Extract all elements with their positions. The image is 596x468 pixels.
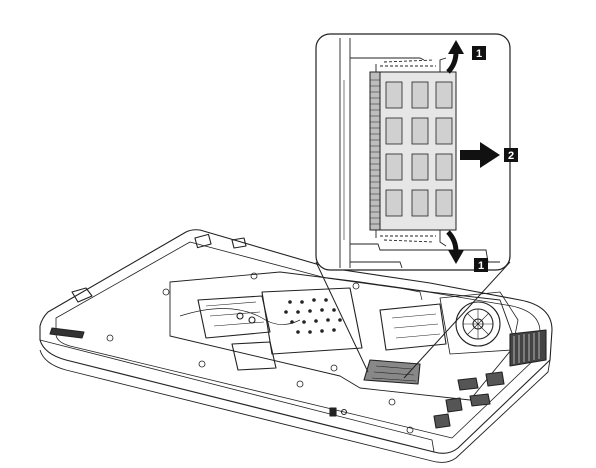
heat-pipe bbox=[379, 303, 447, 351]
screws bbox=[106, 272, 414, 434]
memory-module bbox=[369, 71, 457, 231]
zoom-callout: 1 2 1 bbox=[315, 33, 518, 272]
contact-edge bbox=[369, 71, 381, 231]
top-rail bbox=[350, 57, 425, 61]
right-edge bbox=[39, 349, 551, 463]
arrow-right-icon bbox=[460, 142, 500, 168]
port-4 bbox=[469, 393, 491, 407]
disk-holes bbox=[284, 298, 342, 334]
callout-2-label: 2 bbox=[508, 150, 514, 162]
foot-mid bbox=[231, 237, 247, 249]
cooling-fan bbox=[455, 301, 501, 347]
port-2 bbox=[485, 371, 505, 387]
callout-1-bottom: 1 bbox=[474, 258, 488, 272]
port-5 bbox=[433, 413, 451, 429]
front-edge bbox=[39, 339, 435, 453]
wireless-card bbox=[197, 295, 271, 339]
callout-1-top: 1 bbox=[472, 46, 486, 60]
laptop-inner-edge bbox=[55, 241, 541, 439]
bottom-rail bbox=[350, 243, 500, 263]
memory-chips bbox=[385, 81, 453, 217]
callout-1-bottom-label: 1 bbox=[478, 260, 484, 272]
arrow-down-icon bbox=[446, 230, 464, 264]
lock-slot bbox=[329, 407, 337, 417]
antenna-cable bbox=[179, 308, 301, 325]
right-vent bbox=[509, 329, 547, 367]
arrow-up-icon bbox=[446, 40, 464, 74]
laptop-outline bbox=[39, 229, 553, 454]
hard-disk bbox=[261, 287, 363, 355]
foot-top bbox=[194, 233, 212, 249]
port-3 bbox=[445, 397, 463, 413]
zoom-connector bbox=[315, 261, 511, 379]
callout-2: 2 bbox=[504, 148, 518, 162]
laptop-bottom bbox=[39, 229, 553, 463]
foot-left bbox=[71, 287, 93, 303]
callout-1-top-label: 1 bbox=[476, 48, 482, 60]
port-1 bbox=[457, 377, 479, 391]
left-slot bbox=[49, 327, 85, 339]
